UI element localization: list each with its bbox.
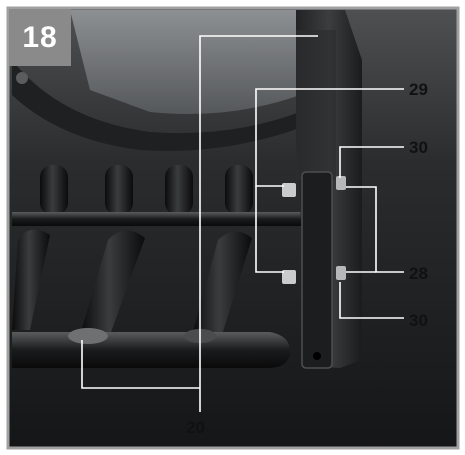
roller [165,165,193,215]
callout-label-29: 29 [409,80,428,99]
callout-label-30-bottom: 30 [409,311,428,330]
roller [105,165,133,215]
roller [225,165,253,215]
bucket-rim [12,60,300,152]
leader-lines [81,35,404,412]
figure-number-badge: 18 [9,9,71,66]
roller [40,165,68,215]
bolt [282,176,346,284]
roller [192,231,252,335]
frame-tube [12,332,291,368]
callout-label-28: 28 [409,264,428,283]
roller [80,230,145,335]
callout-label-30-top: 30 [409,138,428,157]
cross-rod [12,212,302,226]
rivet [16,72,28,84]
callout-label-20: 20 [186,418,205,437]
mounting-bracket [301,171,333,369]
